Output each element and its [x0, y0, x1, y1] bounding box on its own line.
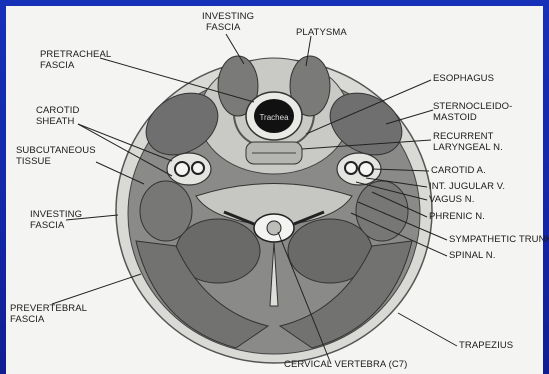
label-prevertebral-fascia: PREVERTEBRAL FASCIA	[10, 304, 87, 325]
label-cervical-vertebra: CERVICAL VERTEBRA (C7)	[284, 360, 407, 371]
scalene-right	[356, 181, 408, 241]
label-sternocleidomastoid: STERNOCLEIDO- MASTOID	[433, 102, 512, 123]
label-carotid-a: CAROTID A.	[431, 166, 486, 177]
label-subcutaneous-tissue: SUBCUTANEOUS TISSUE	[16, 146, 96, 167]
label-recurrent-laryngeal: RECURRENT LARYNGEAL N.	[433, 132, 503, 153]
label-esophagus: ESOPHAGUS	[433, 74, 494, 85]
trachea-label: Trachea	[259, 113, 289, 122]
label-int-jugular-v: INT. JUGULAR V.	[429, 182, 505, 193]
label-platysma: PLATYSMA	[296, 28, 347, 39]
carotid-sheath-left	[167, 153, 211, 185]
label-sympathetic-trunk: SYMPATHETIC TRUNK	[449, 235, 549, 246]
label-phrenic-n: PHRENIC N.	[429, 212, 485, 223]
scalene-left	[140, 181, 192, 241]
label-investing-fascia-left: INVESTING FASCIA	[30, 210, 82, 231]
label-investing-fascia-top: INVESTING FASCIA	[202, 12, 254, 33]
diagram-panel: Trachea	[6, 6, 543, 374]
label-pretracheal-fascia: PRETRACHEAL FASCIA	[40, 50, 111, 71]
label-carotid-sheath: CAROTID SHEATH	[36, 106, 79, 127]
label-spinal-n: SPINAL N.	[449, 251, 495, 262]
label-vagus-n: VAGUS N.	[429, 195, 475, 206]
label-trapezius: TRAPEZIUS	[459, 341, 513, 352]
